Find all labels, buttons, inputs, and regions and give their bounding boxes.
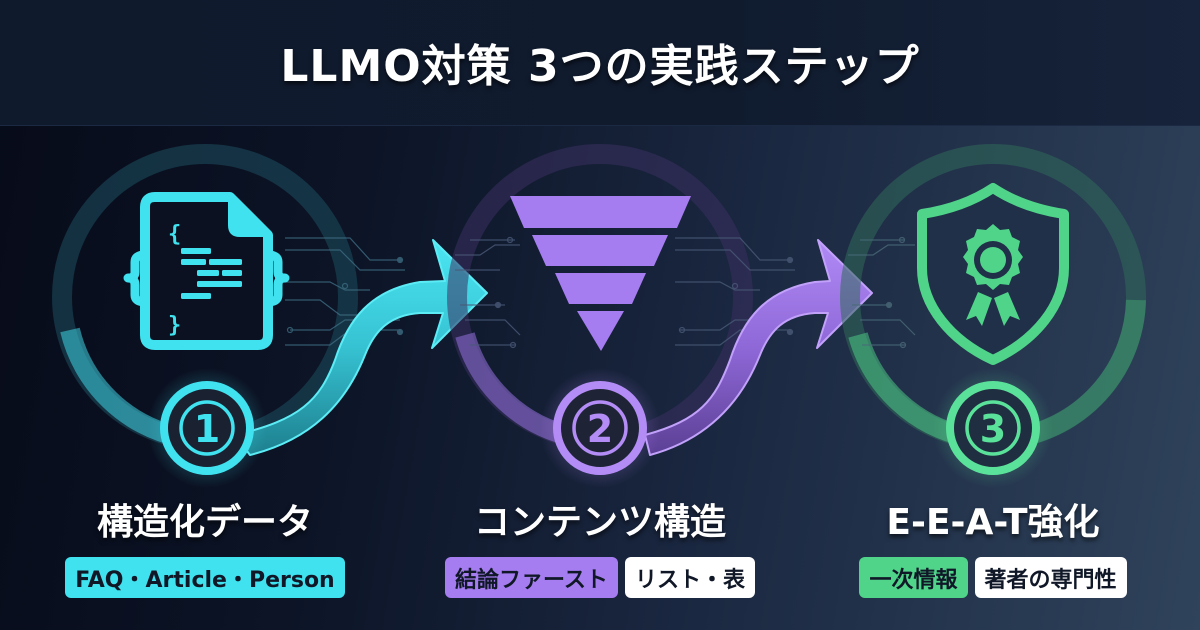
tag-author-expertise: 著者の専門性: [974, 557, 1127, 598]
inverted-pyramid-icon: [510, 196, 691, 351]
step-2-title: コンテンツ構造: [473, 502, 726, 543]
step-2-badge: 2: [540, 368, 660, 488]
svg-text:}: }: [168, 313, 181, 338]
step-3-tags: 一次情報 著者の専門性: [793, 557, 1193, 599]
step-3-title: E-E-A-T強化: [886, 502, 1100, 543]
header-band: LLMO対策 3つの実践ステップ: [0, 0, 1200, 126]
step-1-tags: FAQ・Article・Person: [5, 557, 405, 599]
step-1-number: 1: [194, 407, 220, 451]
step-2-tags: 結論ファースト リスト・表: [400, 557, 800, 599]
step-1-title: 構造化データ: [96, 502, 313, 543]
svg-text:{: {: [168, 222, 181, 247]
tag-list-table: リスト・表: [624, 557, 755, 598]
step-1-badge: 1: [147, 368, 267, 488]
step-2-number: 2: [587, 407, 613, 451]
step-3-badge: 3: [933, 368, 1053, 488]
page-title: LLMO対策 3つの実践ステップ: [280, 40, 920, 92]
tag-primary-information: 一次情報: [859, 557, 968, 598]
circuit-lines-3: [848, 236, 916, 349]
step-3-number: 3: [980, 407, 1006, 451]
arrow-2-to-3: [644, 239, 873, 456]
structured-data-document-icon: { }: [123, 192, 290, 350]
shield-award-icon: [917, 183, 1069, 365]
tag-faq-article-person: FAQ・Article・Person: [65, 557, 345, 598]
tag-conclusion-first: 結論ファースト: [445, 557, 618, 598]
